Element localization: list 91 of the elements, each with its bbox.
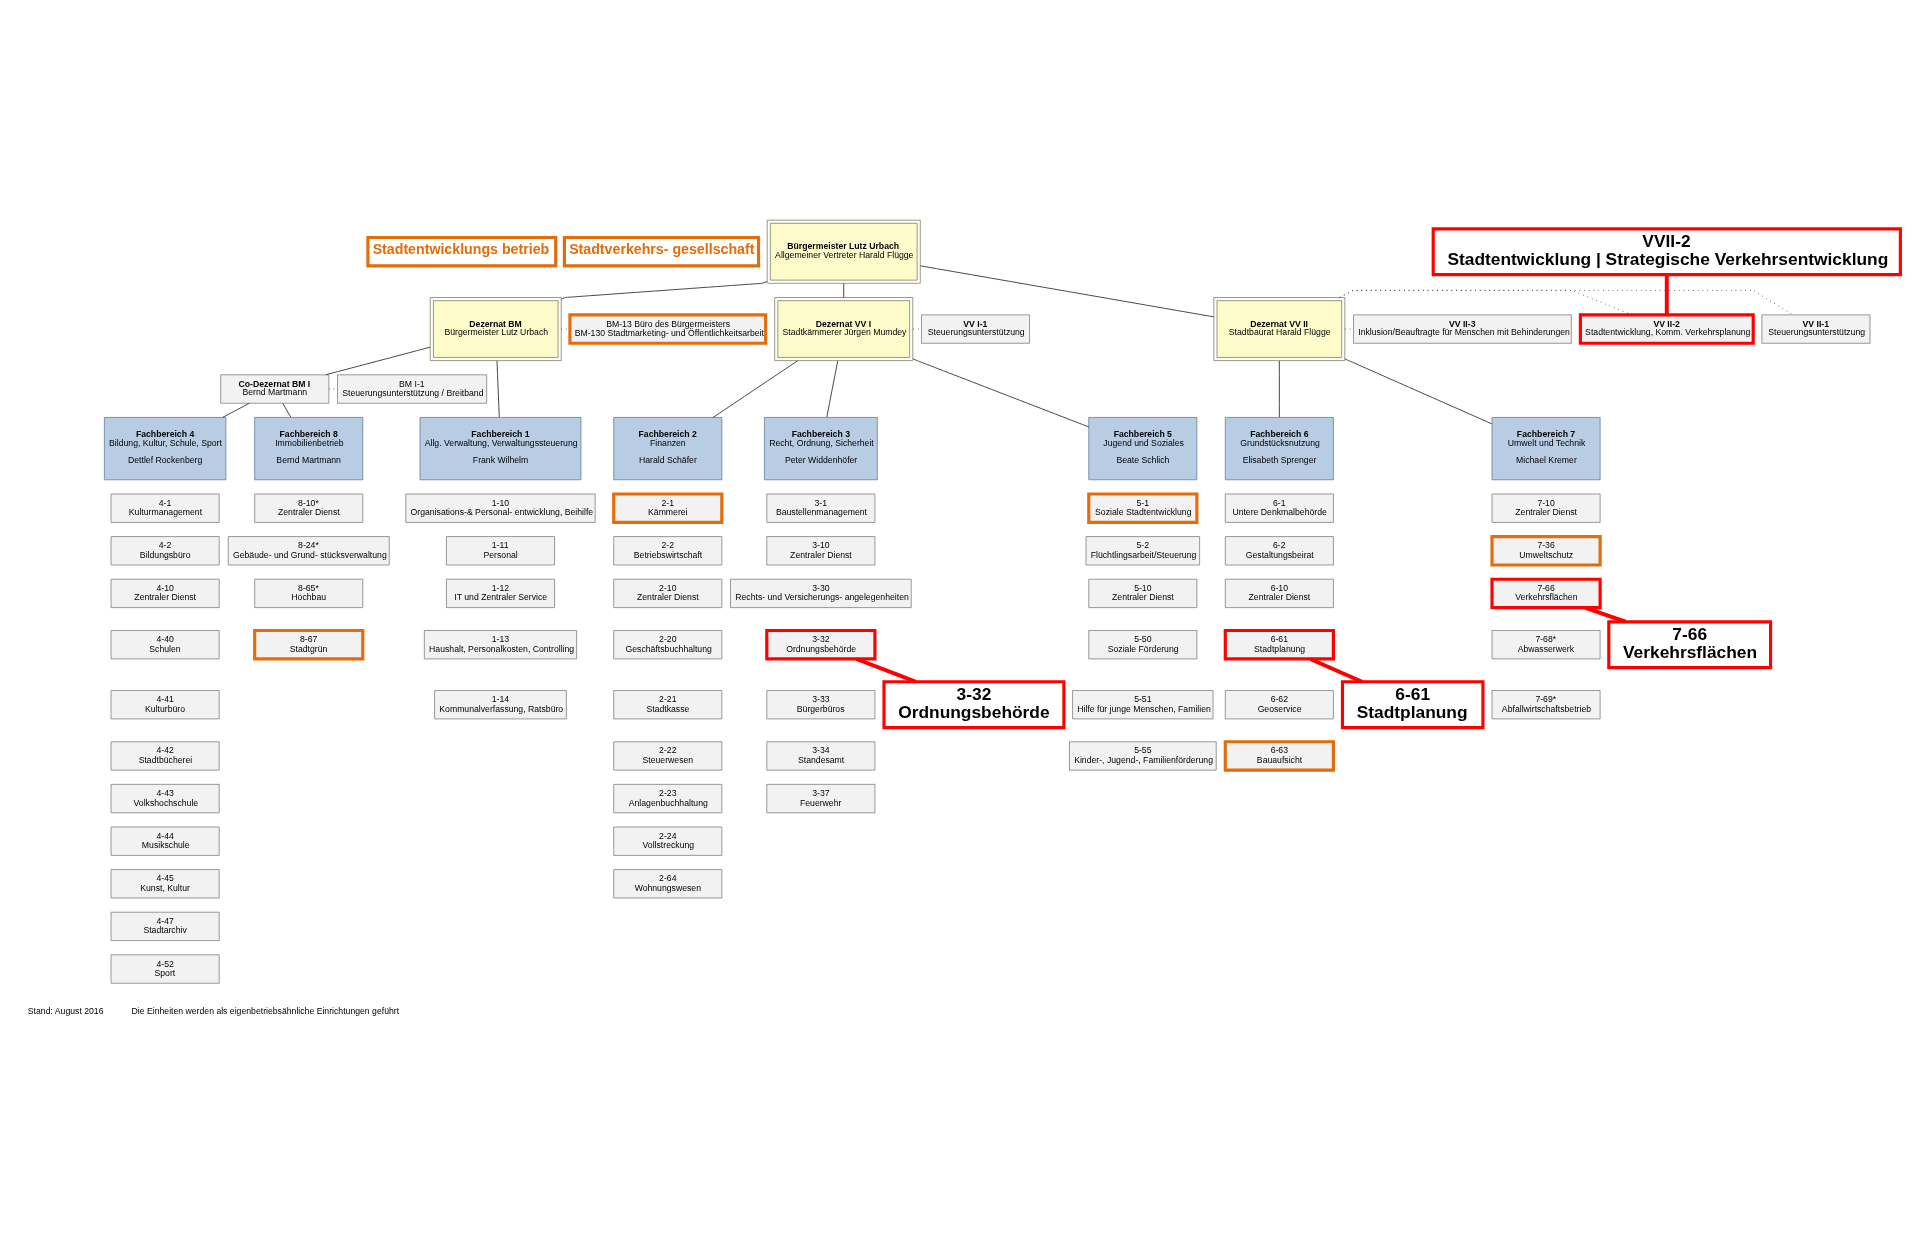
node-box: 7-68* Abwasserwerk bbox=[1491, 630, 1601, 660]
node-box: 8-10* Zentraler Dienst bbox=[254, 493, 364, 523]
connector bbox=[222, 402, 250, 418]
connector bbox=[1344, 358, 1493, 425]
node-box: 2-21 Stadtkasse bbox=[613, 690, 723, 720]
node-box: VV II-1 Steuerungsunterstützung bbox=[1761, 314, 1871, 344]
node-box: 5-2 Flüchtlingsarbeit/Steuerung bbox=[1085, 536, 1201, 566]
node-box: 2-10 Zentraler Dienst bbox=[613, 578, 723, 608]
node-box: 7-66 Verkehrsflächen bbox=[1607, 620, 1773, 670]
connector bbox=[1664, 274, 1669, 315]
node-box: Stadtentwicklungs betrieb bbox=[366, 235, 558, 268]
node-box: 1-10 Organisations-& Personal- entwicklung, Beihilfe bbox=[405, 493, 596, 523]
connector bbox=[496, 360, 500, 418]
node-box: 3-34 Standesamt bbox=[766, 741, 876, 771]
node-box: VV II-2 Stadtentwicklung, Komm. Verkehrsplanung bbox=[1578, 313, 1755, 345]
connector bbox=[1584, 605, 1627, 624]
label: Stand: August 2016 bbox=[27, 1005, 104, 1016]
node-box: 3-1 Baustellenmanagement bbox=[766, 493, 876, 523]
node-box: 2-64 Wohnungswesen bbox=[613, 869, 723, 899]
node-box: 1-12 IT und Zentraler Service bbox=[446, 578, 555, 608]
node-box: 5-10 Zentraler Dienst bbox=[1088, 578, 1198, 608]
node-box: 7-10 Zentraler Dienst bbox=[1491, 493, 1601, 523]
node-box: 8-24* Gebäude- und Grund- stücksverwaltung bbox=[227, 536, 390, 566]
node-box: BM I-1 Steuerungsunterstützung / Breitband bbox=[337, 374, 488, 404]
connector bbox=[855, 657, 917, 684]
node-box: BM-13 Büro des Bürgermeisters BM-130 Stadtmarketing- und Öffentlichkeitsarbeit bbox=[568, 313, 768, 345]
node-box: 5-50 Soziale Förderung bbox=[1088, 630, 1198, 660]
node-box: 4-43 Volkshochschule bbox=[110, 783, 220, 814]
node-box: Fachbereich 7 Umwelt und Technik Michael Kremer bbox=[1491, 417, 1601, 481]
node-box: VV II-3 Inklusion/Beauftragte für Menschen mit Behinderungen bbox=[1353, 314, 1572, 344]
node-box: 3-32 Ordnungsbehörde bbox=[882, 680, 1066, 730]
connector bbox=[282, 402, 292, 418]
node-box: VV I-1 Steuerungsunterstützung bbox=[921, 314, 1030, 344]
node-box: 8-65* Hochbau bbox=[254, 578, 364, 608]
connector bbox=[919, 265, 1215, 318]
node-box: Fachbereich 5 Jugend und Soziales Beate Schlich bbox=[1088, 417, 1198, 481]
node-box: 6-61 Stadtplanung bbox=[1223, 628, 1335, 661]
node-box: 2-20 Geschäftsbuchhaltung bbox=[613, 630, 723, 660]
connector bbox=[826, 360, 839, 418]
node-box: 5-51 Hilfe für junge Menschen, Familien bbox=[1072, 690, 1214, 720]
node-box: Stadtverkehrs- gesellschaft bbox=[562, 235, 761, 268]
node-box: 7-36 Umweltschutz bbox=[1490, 535, 1602, 567]
connector bbox=[325, 346, 431, 376]
connector bbox=[843, 282, 845, 298]
node-box: 3-30 Rechts- und Versicherungs- angelegenheiten bbox=[730, 578, 912, 608]
label: Die Einheiten werden als eigenbetriebsähnliche Einrichtungen geführt bbox=[131, 1005, 400, 1016]
node-box: 4-41 Kulturbüro bbox=[110, 690, 220, 720]
node-box: 6-61 Stadtplanung bbox=[1340, 680, 1485, 730]
connector bbox=[712, 360, 799, 418]
node-box: 6-62 Geoservice bbox=[1224, 690, 1334, 720]
node-box: 3-10 Zentraler Dienst bbox=[766, 536, 876, 566]
node-box: 6-1 Untere Denkmalbehörde bbox=[1224, 493, 1334, 523]
connector bbox=[912, 358, 1090, 428]
node-box: Co-Dezernat BM I Bernd Martmann bbox=[220, 374, 330, 404]
node-box: 6-10 Zentraler Dienst bbox=[1224, 578, 1334, 608]
node-box: 2-22 Steuerwesen bbox=[613, 741, 723, 771]
connector bbox=[560, 281, 768, 300]
node-box: 8-67 Stadtgrün bbox=[253, 628, 365, 661]
node-box: 2-24 Vollstreckung bbox=[613, 826, 723, 856]
node-box: 3-32 Ordnungsbehörde bbox=[765, 628, 877, 661]
node-box: 4-45 Kunst, Kultur bbox=[110, 869, 220, 899]
node-box: 4-10 Zentraler Dienst bbox=[110, 578, 220, 608]
node-box: 1-11 Personal bbox=[446, 536, 555, 566]
node-box: 5-1 Soziale Stadtentwicklung bbox=[1087, 492, 1199, 524]
node-box: 4-52 Sport bbox=[110, 954, 220, 984]
node-box: 2-23 Anlagenbuchhaltung bbox=[613, 783, 723, 814]
node-box: 4-40 Schulen bbox=[110, 630, 220, 660]
node-box: Fachbereich 6 Grundstücksnutzung Elisabeth Sprenger bbox=[1224, 417, 1334, 481]
node-box: VVII-2 Stadtentwicklung | Strategische Verkehrsentwicklung bbox=[1431, 227, 1902, 277]
node-box: Fachbereich 3 Recht, Ordnung, Sicherheit Peter Widdenhöfer bbox=[764, 417, 878, 481]
node-box: Fachbereich 2 Finanzen Harald Schäfer bbox=[613, 417, 723, 481]
node-box: 3-33 Bürgerbüros bbox=[766, 690, 876, 720]
node-box: 7-66 Verkehrsflächen bbox=[1490, 577, 1602, 610]
node-box: Fachbereich 8 Immobilienbetrieb Bernd Martmann bbox=[254, 417, 364, 481]
node-box: 3-37 Feuerwehr bbox=[766, 783, 876, 814]
node-box: 4-1 Kulturmanagement bbox=[110, 493, 220, 523]
node-box: 1-13 Haushalt, Personalkosten, Controlling bbox=[423, 630, 578, 660]
node-box: 5-55 Kinder-, Jugend-, Familienförderung bbox=[1069, 741, 1217, 771]
node-box: 4-2 Bildungsbüro bbox=[110, 536, 220, 566]
node-box: 7-69* Abfallwirtschaftsbetrieb bbox=[1491, 690, 1601, 720]
connector bbox=[1278, 360, 1280, 418]
node-box: 2-1 Kämmerei bbox=[612, 492, 724, 524]
node-box: 2-2 Betriebswirtschaft bbox=[613, 536, 723, 566]
node-box: Fachbereich 4 Bildung, Kultur, Schule, Sport Dettlef Rockenberg bbox=[103, 417, 227, 481]
node-box: 4-42 Stadtbücherei bbox=[110, 741, 220, 771]
node-box: 1-14 Kommunalverfassung, Ratsbüro bbox=[434, 690, 567, 720]
node-box: 6-63 Bauaufsicht bbox=[1223, 740, 1335, 772]
node-box: 4-44 Musikschule bbox=[110, 826, 220, 856]
node-box: 4-47 Stadtarchiv bbox=[110, 911, 220, 941]
node-box: 6-2 Gestaltungsbeirat bbox=[1224, 536, 1334, 566]
node-box: Fachbereich 1 Allg. Verwaltung, Verwaltungssteuerung Frank Wilhelm bbox=[419, 417, 582, 481]
